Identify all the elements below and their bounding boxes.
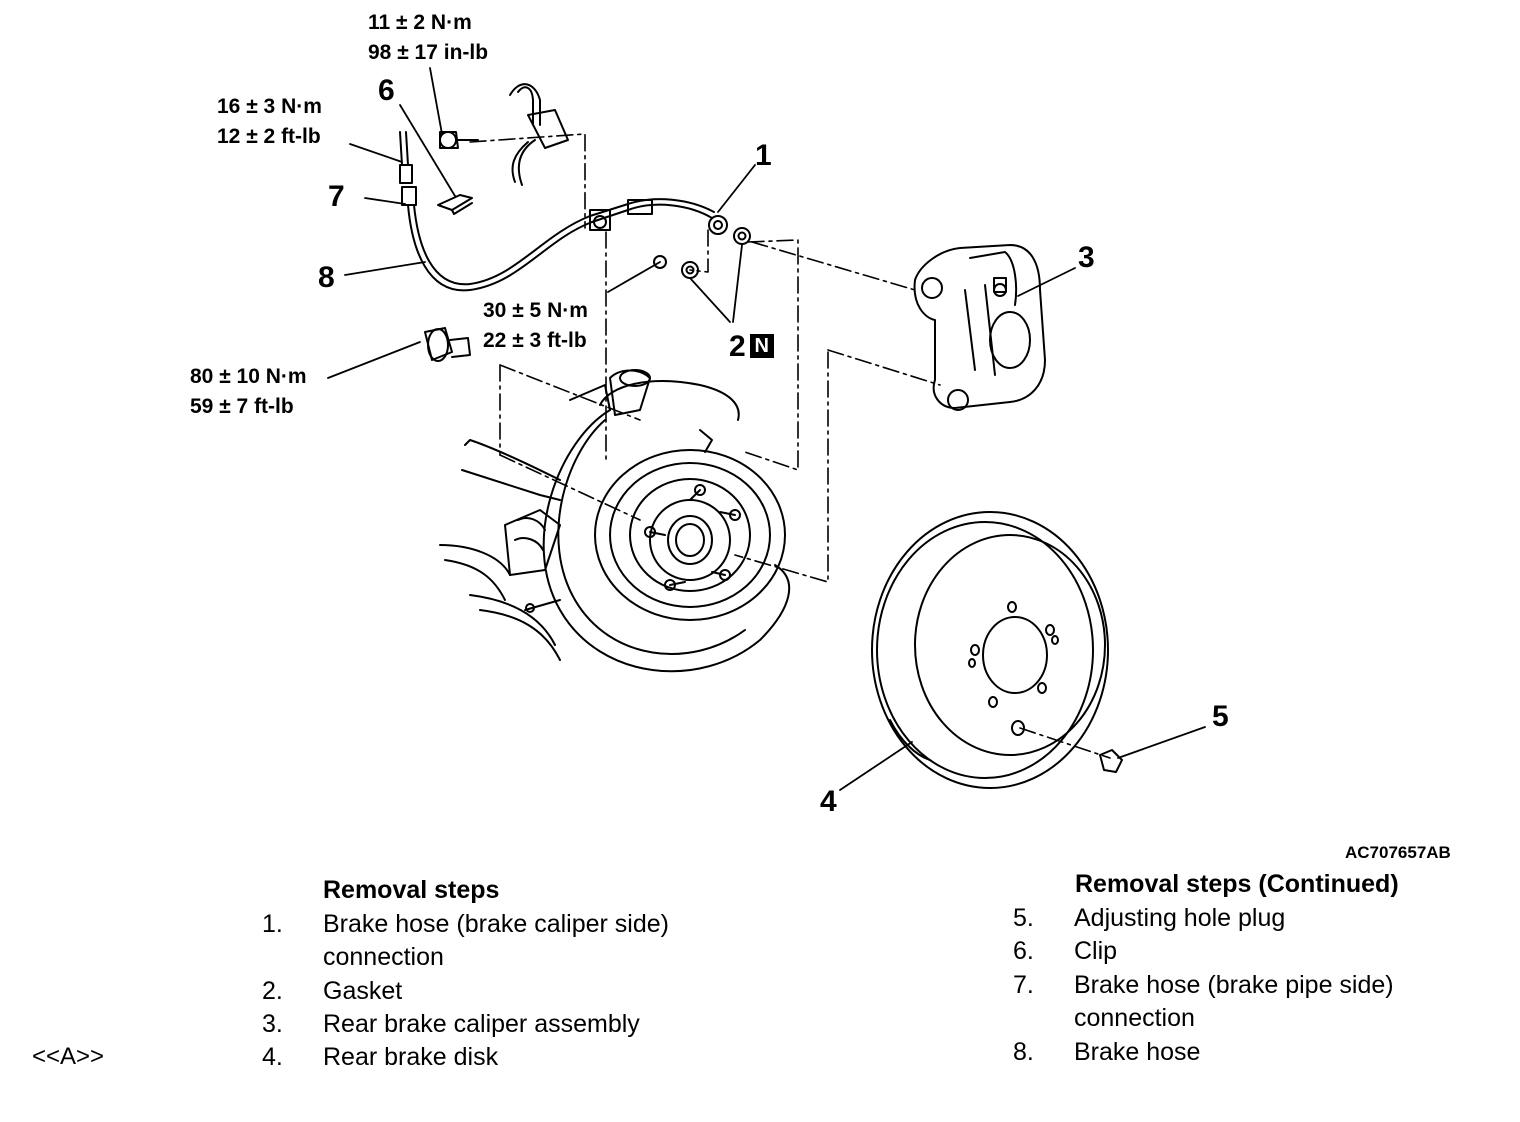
- figure-id: AC707657AB: [1345, 843, 1451, 862]
- brake-assembly-diagram: [327, 67, 1206, 791]
- step-text-cont: connection: [1074, 1004, 1195, 1032]
- torque-label-pipe-fitting: 16 ± 3 N·m 12 ± 2 ft-lb: [217, 92, 322, 152]
- torque-imperial: 98 ± 17 in-lb: [368, 41, 489, 64]
- brake-caliper: [913, 244, 1046, 411]
- torque-label-caliper-bolt: 80 ± 10 N·m 59 ± 7 ft-lb: [190, 362, 307, 422]
- step-text: Brake hose (brake pipe side): [1074, 971, 1394, 999]
- callout-2-number: 2: [729, 330, 746, 363]
- removal-steps-title: Removal steps: [323, 876, 500, 904]
- step-number: 4.: [262, 1043, 283, 1071]
- removal-step-1: 1. Brake hose (brake caliper side) conne…: [262, 908, 742, 974]
- callout-5: 5: [1212, 700, 1229, 733]
- step-text: Brake hose: [1074, 1038, 1201, 1066]
- removal-steps-continued-title: Removal steps (Continued): [1075, 870, 1399, 898]
- step-number: 7.: [1013, 971, 1034, 999]
- step-number: 5.: [1013, 904, 1034, 932]
- new-part-badge: N: [749, 334, 774, 358]
- caliper-mounting-bolt: [424, 327, 471, 362]
- step-text: Brake hose (brake caliper side): [323, 910, 669, 938]
- brake-pipe-bracket: [509, 83, 569, 186]
- callout-8: 8: [318, 261, 335, 294]
- hub-and-knuckle: [439, 369, 791, 673]
- callout-7: 7: [328, 180, 345, 213]
- brake-pipe-fitting: [399, 131, 417, 206]
- step-number: 1.: [262, 910, 283, 938]
- step-number: 2.: [262, 977, 283, 1005]
- brake-disk: [871, 511, 1109, 789]
- torque-label-bracket-bolt: 11 ± 2 N·m 98 ± 17 in-lb: [368, 8, 488, 68]
- removal-step-8: 8. Brake hose: [1013, 1036, 1493, 1069]
- adjusting-hole-plug: [1099, 749, 1123, 773]
- torque-metric: 16 ± 3 N·m: [217, 95, 322, 118]
- leader-lines: [327, 67, 1206, 791]
- step-number: 6.: [1013, 937, 1034, 965]
- brake-hose: [407, 198, 715, 292]
- step-text: Adjusting hole plug: [1074, 904, 1286, 932]
- clip-part: [437, 194, 473, 215]
- removal-step-4: 4. Rear brake disk: [262, 1041, 742, 1074]
- callout-1: 1: [755, 139, 772, 172]
- torque-imperial: 12 ± 2 ft-lb: [217, 125, 321, 148]
- step-number: 3.: [262, 1010, 283, 1038]
- torque-imperial: 59 ± 7 ft-lb: [190, 395, 294, 418]
- step-text: Rear brake disk: [323, 1043, 499, 1071]
- step-text: Gasket: [323, 977, 403, 1005]
- union-bolt-and-gaskets: [653, 215, 751, 279]
- service-point-note: <<A>>: [32, 1043, 105, 1070]
- step-text-cont: connection: [323, 943, 444, 971]
- bracket-bolt: [439, 131, 479, 149]
- torque-metric: 80 ± 10 N·m: [190, 365, 307, 388]
- step-text: Clip: [1074, 937, 1118, 965]
- step-number: 8.: [1013, 1038, 1034, 1066]
- callout-3: 3: [1078, 241, 1095, 274]
- torque-metric: 11 ± 2 N·m: [368, 11, 472, 34]
- torque-imperial: 22 ± 3 ft-lb: [483, 329, 587, 352]
- removal-step-7: 7. Brake hose (brake pipe side) connecti…: [1013, 969, 1493, 1035]
- callout-6: 6: [378, 74, 395, 107]
- callout-4: 4: [820, 785, 837, 818]
- torque-label-union-bolt: 30 ± 5 N·m 22 ± 3 ft-lb: [483, 296, 588, 356]
- removal-step-3: 3. Rear brake caliper assembly: [262, 1008, 742, 1041]
- removal-step-6: 6. Clip: [1013, 935, 1493, 968]
- torque-metric: 30 ± 5 N·m: [483, 299, 588, 322]
- removal-step-2: 2. Gasket: [262, 975, 742, 1008]
- removal-step-5: 5. Adjusting hole plug: [1013, 902, 1493, 935]
- step-text: Rear brake caliper assembly: [323, 1010, 640, 1038]
- assembly-guide-lines: [469, 133, 1111, 759]
